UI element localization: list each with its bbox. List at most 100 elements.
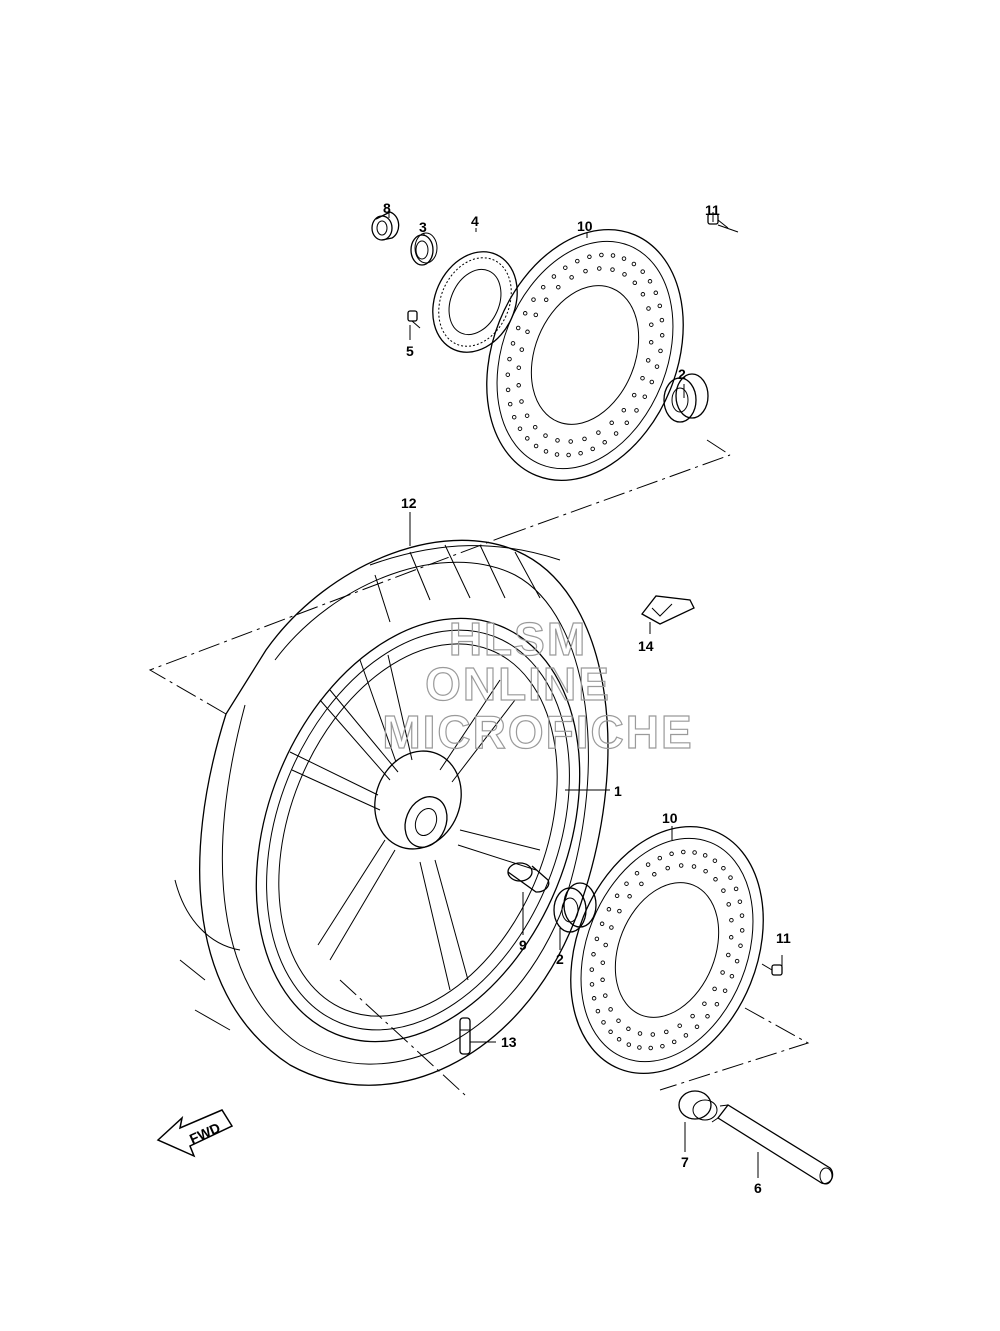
disc-vent-hole bbox=[659, 333, 665, 338]
disc-vent-hole bbox=[720, 970, 725, 975]
disc-vent-hole bbox=[568, 439, 573, 444]
disc-vent-hole bbox=[600, 960, 606, 965]
disc-vent-hole bbox=[596, 430, 601, 435]
disc-vent-hole bbox=[648, 340, 654, 345]
disc-vent-hole bbox=[505, 387, 511, 393]
disc-vent-hole bbox=[654, 364, 660, 369]
disc-vent-hole bbox=[616, 1018, 621, 1023]
part-6-axle bbox=[711, 1104, 834, 1185]
disc-vent-hole bbox=[556, 284, 561, 290]
disc-vent-hole bbox=[627, 894, 632, 899]
disc-vent-hole bbox=[517, 426, 523, 431]
disc-vent-hole bbox=[637, 1045, 642, 1050]
disc-vent-hole bbox=[575, 258, 580, 264]
disc-vent-hole bbox=[551, 274, 557, 279]
disc-vent-hole bbox=[614, 893, 620, 899]
disc-vent-hole bbox=[626, 1026, 631, 1032]
disc-vent-hole bbox=[659, 317, 665, 323]
disc-vent-hole bbox=[694, 1024, 700, 1030]
disc-vent-hole bbox=[642, 394, 648, 399]
disc-vent-hole bbox=[591, 996, 597, 1001]
disc-vent-hole bbox=[603, 942, 608, 948]
part-9-spacer bbox=[507, 862, 550, 893]
part-1-wheel-rim bbox=[255, 617, 581, 1043]
callout-12: 12 bbox=[401, 495, 417, 511]
disc-vent-hole bbox=[533, 312, 539, 318]
disc-vent-hole bbox=[739, 928, 745, 933]
disc-vent-hole bbox=[519, 399, 524, 404]
disc-vent-hole bbox=[734, 958, 740, 964]
disc-vent-hole bbox=[543, 297, 549, 303]
disc-vent-hole bbox=[609, 925, 614, 930]
watermark: HLSM ONLINE MICROFICHE bbox=[382, 612, 693, 758]
disc-vent-hole bbox=[589, 982, 595, 987]
disc-vent-hole bbox=[532, 424, 538, 430]
disc-vent-hole bbox=[519, 347, 525, 352]
disc-vent-hole bbox=[610, 267, 615, 272]
disc-vent-hole bbox=[739, 913, 745, 918]
part-2-bearing-upper bbox=[663, 373, 709, 423]
disc-vent-hole bbox=[640, 375, 645, 381]
watermark-line-2: ONLINE bbox=[425, 658, 611, 710]
disc-vent-hole bbox=[738, 943, 743, 948]
disc-vent-hole bbox=[600, 977, 605, 983]
disc-vent-hole bbox=[608, 1007, 613, 1012]
disc-vent-hole bbox=[677, 1023, 682, 1028]
disc-vent-hole bbox=[599, 252, 604, 258]
disc-vent-hole bbox=[624, 881, 629, 886]
disc-vent-hole bbox=[631, 261, 637, 267]
disc-vent-hole bbox=[613, 431, 619, 436]
disc-vent-hole bbox=[712, 986, 717, 992]
disc-vent-hole bbox=[616, 1037, 622, 1042]
disc-vent-hole bbox=[692, 850, 697, 855]
disc-vent-hole bbox=[603, 993, 608, 998]
disc-vent-hole bbox=[609, 420, 614, 426]
disc-vent-hole bbox=[507, 401, 513, 407]
disc-vent-hole bbox=[690, 1013, 695, 1019]
disc-vent-hole bbox=[515, 325, 521, 331]
disc-vent-hole bbox=[634, 870, 640, 876]
disc-vent-hole bbox=[554, 452, 560, 457]
disc-vent-hole bbox=[702, 1001, 707, 1006]
disc-vent-hole bbox=[640, 292, 646, 297]
disc-vent-hole bbox=[722, 988, 728, 993]
disc-vent-hole bbox=[602, 440, 607, 445]
disc-vent-hole bbox=[590, 446, 595, 452]
disc-vent-hole bbox=[652, 872, 657, 877]
disc-vent-hole bbox=[511, 414, 517, 420]
disc-vent-hole bbox=[660, 1043, 665, 1049]
disc-vent-hole bbox=[713, 877, 718, 882]
disc-vent-hole bbox=[729, 973, 735, 979]
disc-vent-hole bbox=[578, 450, 583, 456]
part-12-tire bbox=[174, 539, 609, 1086]
disc-vent-hole bbox=[702, 853, 708, 858]
disc-vent-hole bbox=[543, 433, 548, 438]
disc-vent-hole bbox=[721, 888, 726, 893]
part-10-brake-disc-upper bbox=[486, 228, 684, 482]
disc-vent-hole bbox=[617, 908, 622, 914]
disc-vent-hole bbox=[729, 917, 734, 923]
part-2-bearing-lower bbox=[553, 882, 597, 933]
disc-vent-hole bbox=[649, 322, 654, 327]
disc-vent-hole bbox=[595, 1008, 601, 1014]
callout-3: 3 bbox=[419, 219, 427, 235]
disc-vent-hole bbox=[555, 438, 560, 443]
part-7-collar bbox=[678, 1090, 718, 1121]
disc-vent-hole bbox=[712, 858, 718, 863]
disc-vent-hole bbox=[703, 868, 708, 874]
disc-vent-hole bbox=[608, 1029, 613, 1035]
disc-vent-hole bbox=[637, 1031, 643, 1036]
callout-2-lower: 2 bbox=[556, 951, 564, 967]
callout-7: 7 bbox=[681, 1154, 689, 1170]
disc-vent-hole bbox=[591, 952, 596, 957]
disc-vent-hole bbox=[647, 279, 653, 284]
disc-vent-hole bbox=[624, 420, 630, 426]
disc-vent-hole bbox=[733, 886, 739, 892]
disc-vent-hole bbox=[610, 253, 616, 258]
callout-6: 6 bbox=[754, 1180, 762, 1196]
callout-11-lower: 11 bbox=[776, 930, 791, 946]
disc-vent-hole bbox=[531, 297, 536, 302]
disc-vent-hole bbox=[650, 1032, 656, 1037]
disc-vent-hole bbox=[516, 383, 521, 388]
disc-vent-hole bbox=[658, 348, 663, 354]
